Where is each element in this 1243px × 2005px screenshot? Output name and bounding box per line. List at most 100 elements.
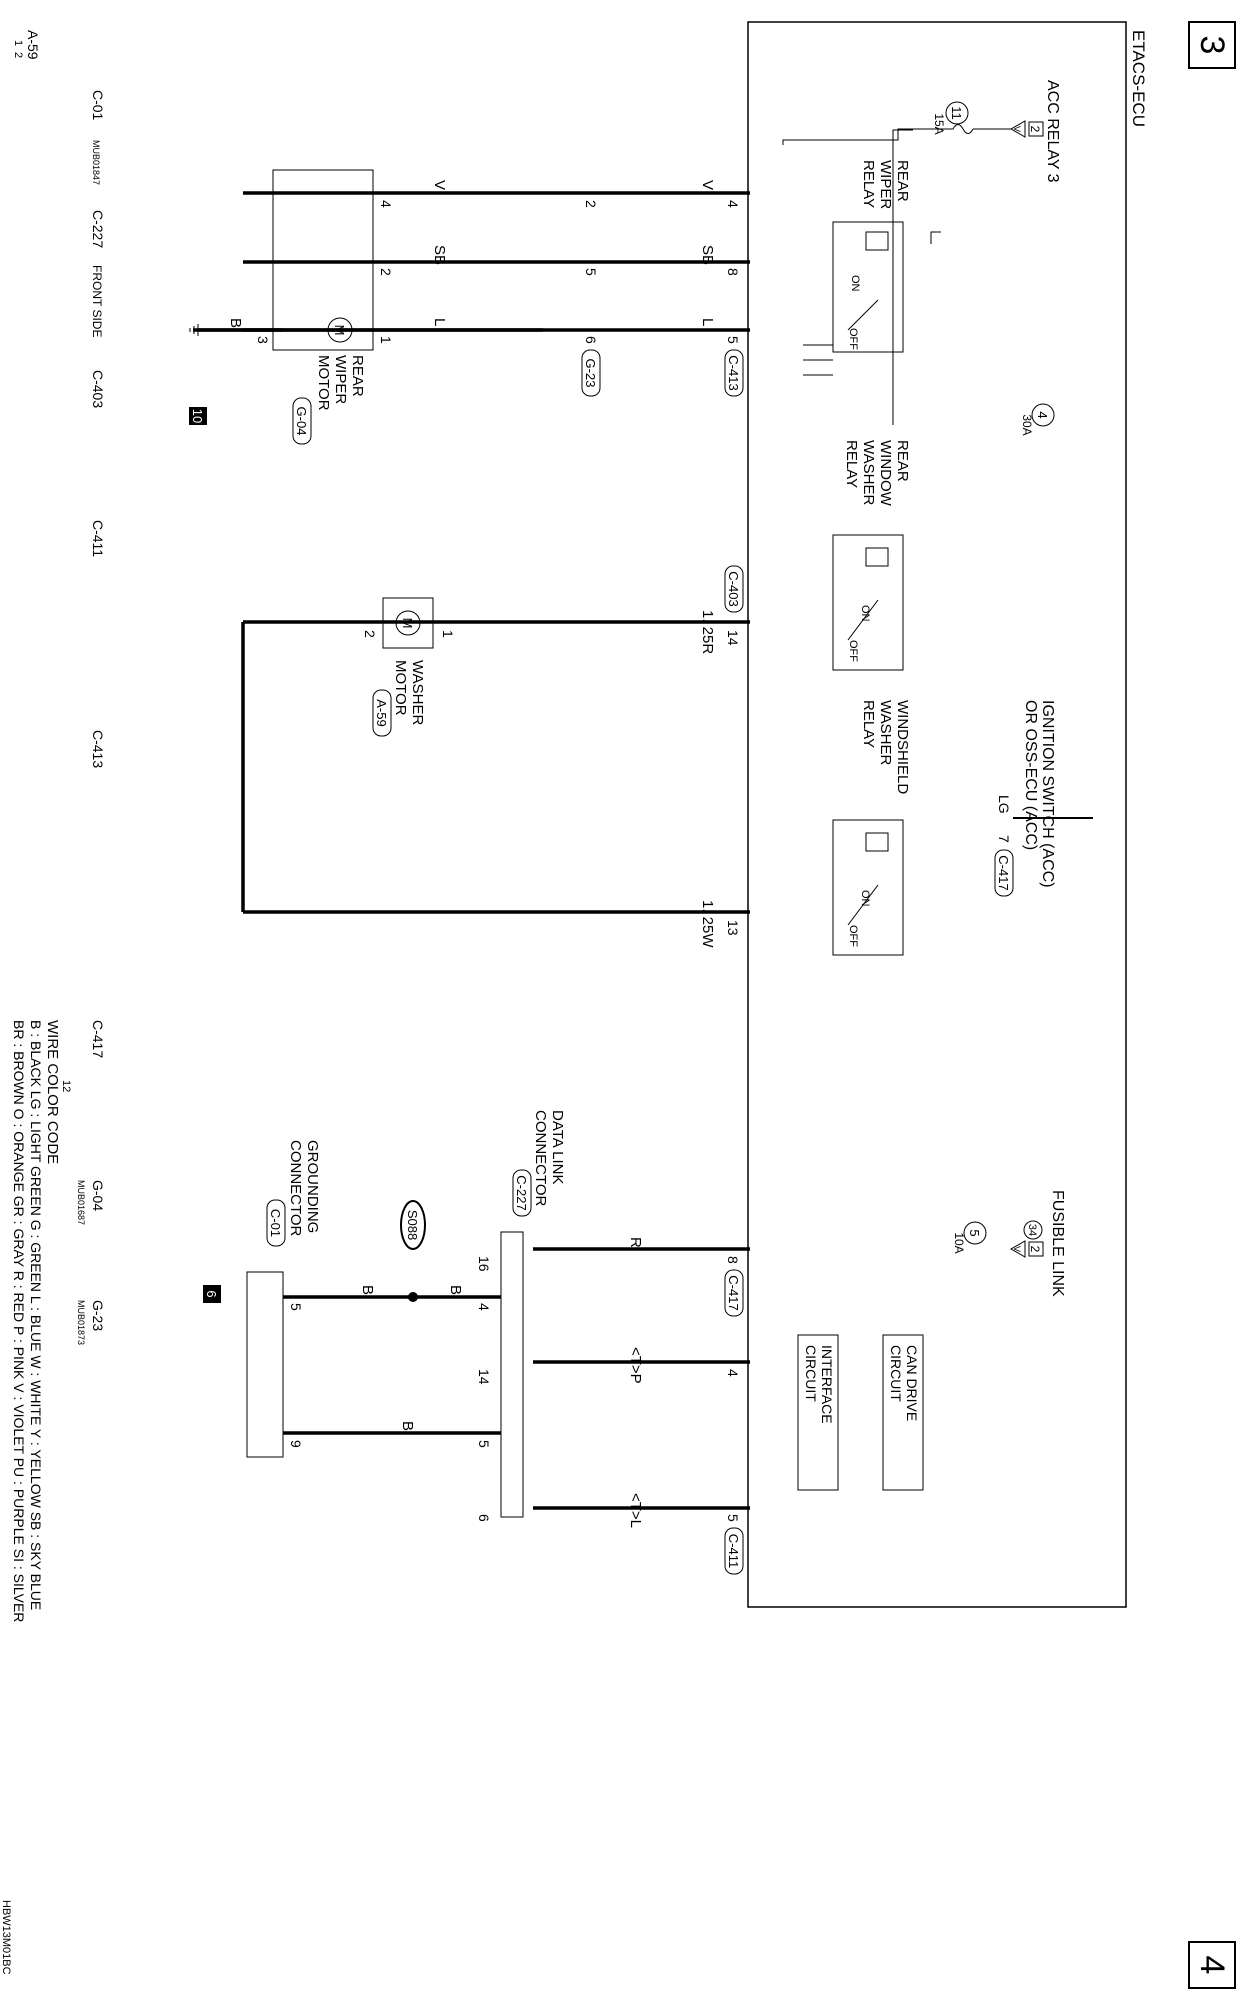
page-number-right: 4: [1193, 1956, 1231, 1975]
can-ecu-pin-8: 8: [725, 1256, 741, 1264]
a59-tag: [372, 689, 392, 737]
c417-can-tag: [724, 1269, 744, 1317]
c227-view-name: C-227: [90, 210, 106, 248]
joint-pin-5: 5: [583, 268, 599, 276]
motor-pin-3: 3: [255, 336, 271, 344]
can-drive-label-2: CIRCUIT: [888, 1345, 904, 1402]
ww-relay-label-3: RELAY: [860, 700, 877, 748]
c417-ign-tag: [994, 849, 1014, 897]
rww-relay-label-1: REAR: [894, 440, 911, 482]
fusible-pin-box: [1028, 1241, 1044, 1257]
ground-10-label: 10: [190, 409, 205, 423]
rear-wiper-relay-off: OFF: [847, 328, 859, 350]
acc-to-relay-coil: [782, 128, 913, 145]
rear-wiper-relay-label-1: REAR: [894, 160, 911, 202]
a59-tag-label: A-59: [374, 699, 389, 726]
interface-label-1: INTERFACE: [819, 1345, 835, 1424]
wire-b-label: B: [227, 318, 244, 328]
fusible-pin: 2: [1028, 1246, 1042, 1253]
acc-relay-mark: V: [1012, 126, 1022, 132]
fusible-link-label: FUSIBLE LINK: [1049, 1190, 1066, 1297]
c227-view-note: FRONT SIDE: [90, 265, 104, 337]
motor-pin-2: 2: [378, 268, 394, 276]
ign-wire-label: LG: [996, 795, 1012, 814]
c01-view-code: MUB01847: [91, 140, 101, 185]
ww-relay-on: ON: [859, 890, 871, 907]
rear-wiper-motor-symbol: [327, 317, 353, 343]
can-ecu-pin-5: 5: [725, 1514, 741, 1522]
grounding-label-1: GROUNDING: [304, 1140, 321, 1233]
c403-tag: [724, 565, 744, 613]
ww-relay-label-2: WASHER: [877, 700, 894, 765]
grounding-label-2: CONNECTOR: [287, 1140, 304, 1237]
ww-relay-coil: [865, 832, 889, 852]
rww-relay-label-4: RELAY: [843, 440, 860, 488]
wire-sb-label-1: SB: [699, 245, 716, 265]
c227-tag: [512, 1169, 532, 1217]
dlc-box: [500, 1231, 524, 1518]
c411-can-tag: [724, 1527, 744, 1575]
acc-relay-label: ACC RELAY 3: [1044, 80, 1061, 183]
g23-view-name: G-23: [90, 1300, 106, 1331]
motor-pin-1: 1: [378, 336, 394, 344]
ground-pin-9: 9: [288, 1440, 304, 1448]
washer-motor-symbol: [395, 610, 421, 636]
ign-switch-label-2: OR OSS-ECU (ACC): [1022, 700, 1039, 850]
c417-view-center: 12: [60, 1080, 72, 1092]
g23-tag-label: G-23: [583, 359, 598, 388]
fusible-link-circle: [1023, 1220, 1043, 1240]
rear-wiper-motor-m: M: [332, 325, 347, 336]
fusible-mark: V: [1012, 1246, 1022, 1252]
wire-b-label-3: B: [399, 1421, 416, 1431]
rww-relay-box: [832, 534, 904, 671]
g04-view-name: G-04: [90, 1180, 106, 1211]
motor-pin-4: 4: [378, 200, 394, 208]
drawing-code: HBW13M01BC: [0, 1900, 12, 1975]
rear-wiper-motor-box: [272, 169, 374, 351]
acc-relay-pin-box: [1028, 121, 1044, 137]
fuse5-amp: 10A: [952, 1232, 966, 1253]
g23-view-code: MUB01873: [76, 1300, 86, 1345]
wire-b-label-1: B: [447, 1285, 464, 1295]
rear-wiper-relay-coil: [865, 231, 889, 251]
etacs-ecu-label: ETACS-ECU: [1129, 30, 1148, 127]
wire-l-label-1: L: [699, 318, 716, 326]
a59-view-cell-2: 2: [12, 52, 24, 58]
acc-relay-pin: 2: [1028, 126, 1042, 133]
wire-sb-label-2: SB: [431, 245, 448, 265]
ground-10-box: [189, 407, 207, 425]
fusible-arrow: [1009, 1240, 1026, 1258]
c411-can-tag-label: C-411: [726, 1534, 741, 1568]
dlc-pin-6: 6: [476, 1514, 492, 1522]
rear-wiper-motor-label-3: MOTOR: [315, 355, 332, 411]
splice-dot: [408, 1292, 418, 1302]
ign-switch-label-1: IGNITION SWITCH (ACC): [1039, 700, 1056, 888]
wire-v-label-2: V: [431, 180, 448, 190]
can-ecu-pin-4: 4: [725, 1369, 741, 1377]
fuse4-amp: 30A: [1020, 414, 1034, 435]
fuse4-number: 4: [1035, 411, 1050, 418]
c403-tag-label: C-403: [726, 571, 741, 606]
rear-wiper-relay-on: ON: [849, 275, 861, 292]
c411-view-name: C-411: [90, 520, 106, 557]
ww-relay-switch: [847, 884, 879, 926]
c417-can-tag-label: C-417: [726, 1275, 741, 1310]
rear-wiper-relay-box: [832, 221, 904, 353]
rear-wiper-motor-label-1: REAR: [349, 355, 366, 397]
c413-tag-label: C-413: [726, 355, 741, 390]
wire-tp-label: <T>P: [627, 1347, 644, 1384]
ground-6-box: [203, 1285, 221, 1303]
ground-6-label: 6: [204, 1290, 219, 1297]
interface-label-2: CIRCUIT: [803, 1345, 819, 1402]
rear-wiper-relay-label-3: RELAY: [860, 160, 877, 208]
washer-motor-pin-1: 1: [440, 630, 456, 638]
washer-pin-13: 13: [725, 920, 741, 936]
rww-relay-off: OFF: [847, 640, 859, 662]
rww-relay-on: ON: [859, 605, 871, 622]
rear-wiper-relay-ground: [930, 231, 941, 244]
rear-wiper-motor-label-2: WIPER: [332, 355, 349, 404]
g04-view-code: MUB01687: [76, 1180, 86, 1225]
fuse11-branch: [892, 129, 913, 425]
